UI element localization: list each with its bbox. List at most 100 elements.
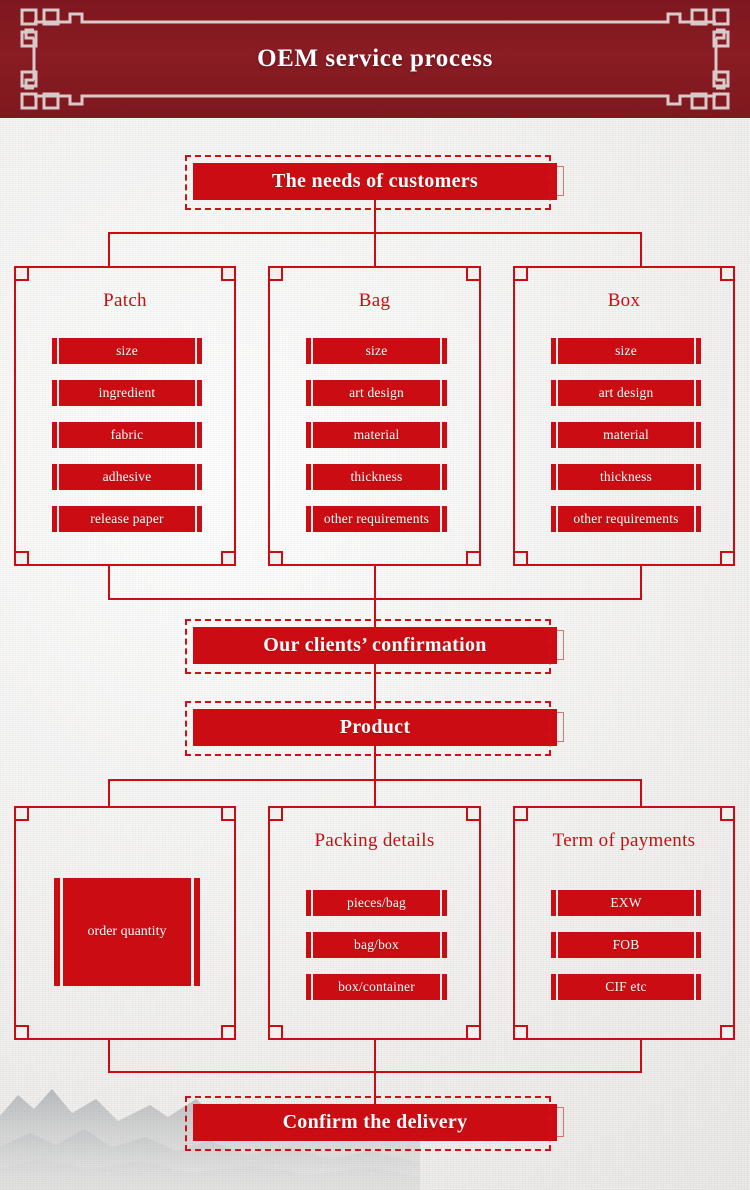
item-bar[interactable]: thickness bbox=[551, 464, 701, 490]
item-bar-label: art design bbox=[598, 385, 654, 400]
connector-order-drop-left bbox=[108, 779, 110, 807]
panel-corner-bl bbox=[513, 1025, 528, 1040]
panel-corner-br bbox=[720, 1025, 735, 1040]
item-bar[interactable]: other requirements bbox=[551, 506, 701, 532]
item-bar[interactable]: thickness bbox=[306, 464, 447, 490]
item-bar-label: material bbox=[353, 427, 400, 442]
bar-tick-right bbox=[694, 506, 696, 532]
bar-tick-right bbox=[694, 932, 696, 958]
item-bar-label: fabric bbox=[110, 427, 144, 442]
panel-corner-br bbox=[221, 1025, 236, 1040]
connector-order-up-left bbox=[108, 1040, 110, 1072]
item-bar[interactable]: other requirements bbox=[306, 506, 447, 532]
panel-corner-tl bbox=[513, 806, 528, 821]
order-quantity-block[interactable]: order quantity bbox=[54, 878, 200, 986]
bar-tick-left bbox=[311, 380, 313, 406]
flow-confirmation-label: Our clients’ confirmation bbox=[263, 634, 487, 656]
flow-delivery-box[interactable]: Confirm the delivery bbox=[185, 1096, 564, 1151]
block-tick-left bbox=[60, 878, 63, 986]
connector-order-up-mid bbox=[374, 1040, 376, 1072]
connector-order-drop-mid bbox=[374, 779, 376, 807]
item-bar-label: ingredient bbox=[98, 385, 156, 400]
item-bar-label: FOB bbox=[612, 937, 640, 952]
item-bar[interactable]: material bbox=[306, 422, 447, 448]
panel-corner-bl bbox=[14, 551, 29, 566]
connector-merge-down bbox=[374, 598, 376, 628]
panel-title: Packing details bbox=[314, 830, 435, 851]
bar-tick-left bbox=[57, 338, 59, 364]
bar-tick-right bbox=[694, 464, 696, 490]
panel-corner-br bbox=[221, 551, 236, 566]
flow-start-box[interactable]: The needs of customers bbox=[185, 155, 564, 210]
item-bar[interactable]: size bbox=[551, 338, 701, 364]
item-bar[interactable]: FOB bbox=[551, 932, 701, 958]
connector-order-drop-right bbox=[640, 779, 642, 807]
item-bar-label: other requirements bbox=[323, 511, 430, 526]
connector-order-up-right bbox=[640, 1040, 642, 1072]
bar-tick-right bbox=[440, 890, 442, 916]
panel-corner-bl bbox=[268, 1025, 283, 1040]
bar-tick-right bbox=[195, 338, 197, 364]
bar-tick-left bbox=[311, 338, 313, 364]
flow-product-box[interactable]: Product bbox=[185, 701, 564, 756]
item-bar[interactable]: art design bbox=[551, 380, 701, 406]
bar-tick-left bbox=[311, 506, 313, 532]
bar-tick-left bbox=[556, 890, 558, 916]
panel-corner-tl bbox=[14, 806, 29, 821]
bar-tick-right bbox=[440, 422, 442, 448]
item-bar[interactable]: release paper bbox=[52, 506, 202, 532]
item-bar[interactable]: size bbox=[52, 338, 202, 364]
panel-order-quantity: order quantity bbox=[14, 806, 236, 1040]
bar-tick-right bbox=[440, 380, 442, 406]
item-bar-label: thickness bbox=[599, 469, 653, 484]
flow-delivery-label: Confirm the delivery bbox=[282, 1111, 468, 1133]
panel-corner-tr bbox=[466, 806, 481, 821]
page-header: OEM service process bbox=[0, 0, 750, 118]
item-bar[interactable]: CIF etc bbox=[551, 974, 701, 1000]
connector-req-up-right bbox=[640, 566, 642, 599]
connector-confirmation-to-product bbox=[374, 664, 376, 709]
bar-tick-right bbox=[694, 422, 696, 448]
item-bar-label: adhesive bbox=[102, 469, 152, 484]
connector-req-drop-right bbox=[640, 232, 642, 267]
item-bar-label: thickness bbox=[350, 469, 403, 484]
item-bar-label: size bbox=[116, 343, 138, 358]
item-bar-label: EXW bbox=[610, 895, 642, 910]
item-bar[interactable]: bag/box bbox=[306, 932, 447, 958]
item-bar[interactable]: material bbox=[551, 422, 701, 448]
connector-req-drop-mid bbox=[374, 232, 376, 267]
connector-product-down bbox=[374, 746, 376, 780]
connector-delivery-down bbox=[374, 1071, 376, 1105]
panel-corner-tl bbox=[268, 266, 283, 281]
bar-tick-left bbox=[556, 974, 558, 1000]
bar-tick-right bbox=[694, 974, 696, 1000]
bar-tick-right bbox=[694, 338, 696, 364]
panel-title: Bag bbox=[358, 290, 391, 311]
item-bar-label: pieces/bag bbox=[347, 895, 406, 910]
panel-title: Term of payments bbox=[552, 830, 696, 851]
item-bar[interactable]: size bbox=[306, 338, 447, 364]
block-tick-right bbox=[191, 878, 194, 986]
bar-tick-left bbox=[556, 464, 558, 490]
panel-corner-br bbox=[466, 1025, 481, 1040]
panel-corner-tr bbox=[221, 266, 236, 281]
bar-tick-left bbox=[311, 422, 313, 448]
bar-tick-left bbox=[556, 932, 558, 958]
connector-req-up-mid bbox=[374, 566, 376, 599]
item-bar[interactable]: pieces/bag bbox=[306, 890, 447, 916]
header-ornamental-frame bbox=[20, 8, 730, 110]
item-bar[interactable]: fabric bbox=[52, 422, 202, 448]
flow-confirmation-box[interactable]: Our clients’ confirmation bbox=[185, 619, 564, 674]
bar-tick-left bbox=[556, 380, 558, 406]
item-bar[interactable]: adhesive bbox=[52, 464, 202, 490]
item-bar[interactable]: box/container bbox=[306, 974, 447, 1000]
item-bar-label: size bbox=[365, 343, 388, 358]
panel-corner-tl bbox=[14, 266, 29, 281]
item-bar[interactable]: ingredient bbox=[52, 380, 202, 406]
bar-tick-left bbox=[311, 932, 313, 958]
item-bar[interactable]: art design bbox=[306, 380, 447, 406]
item-bar[interactable]: EXW bbox=[551, 890, 701, 916]
bar-tick-left bbox=[311, 464, 313, 490]
bar-tick-left bbox=[311, 890, 313, 916]
